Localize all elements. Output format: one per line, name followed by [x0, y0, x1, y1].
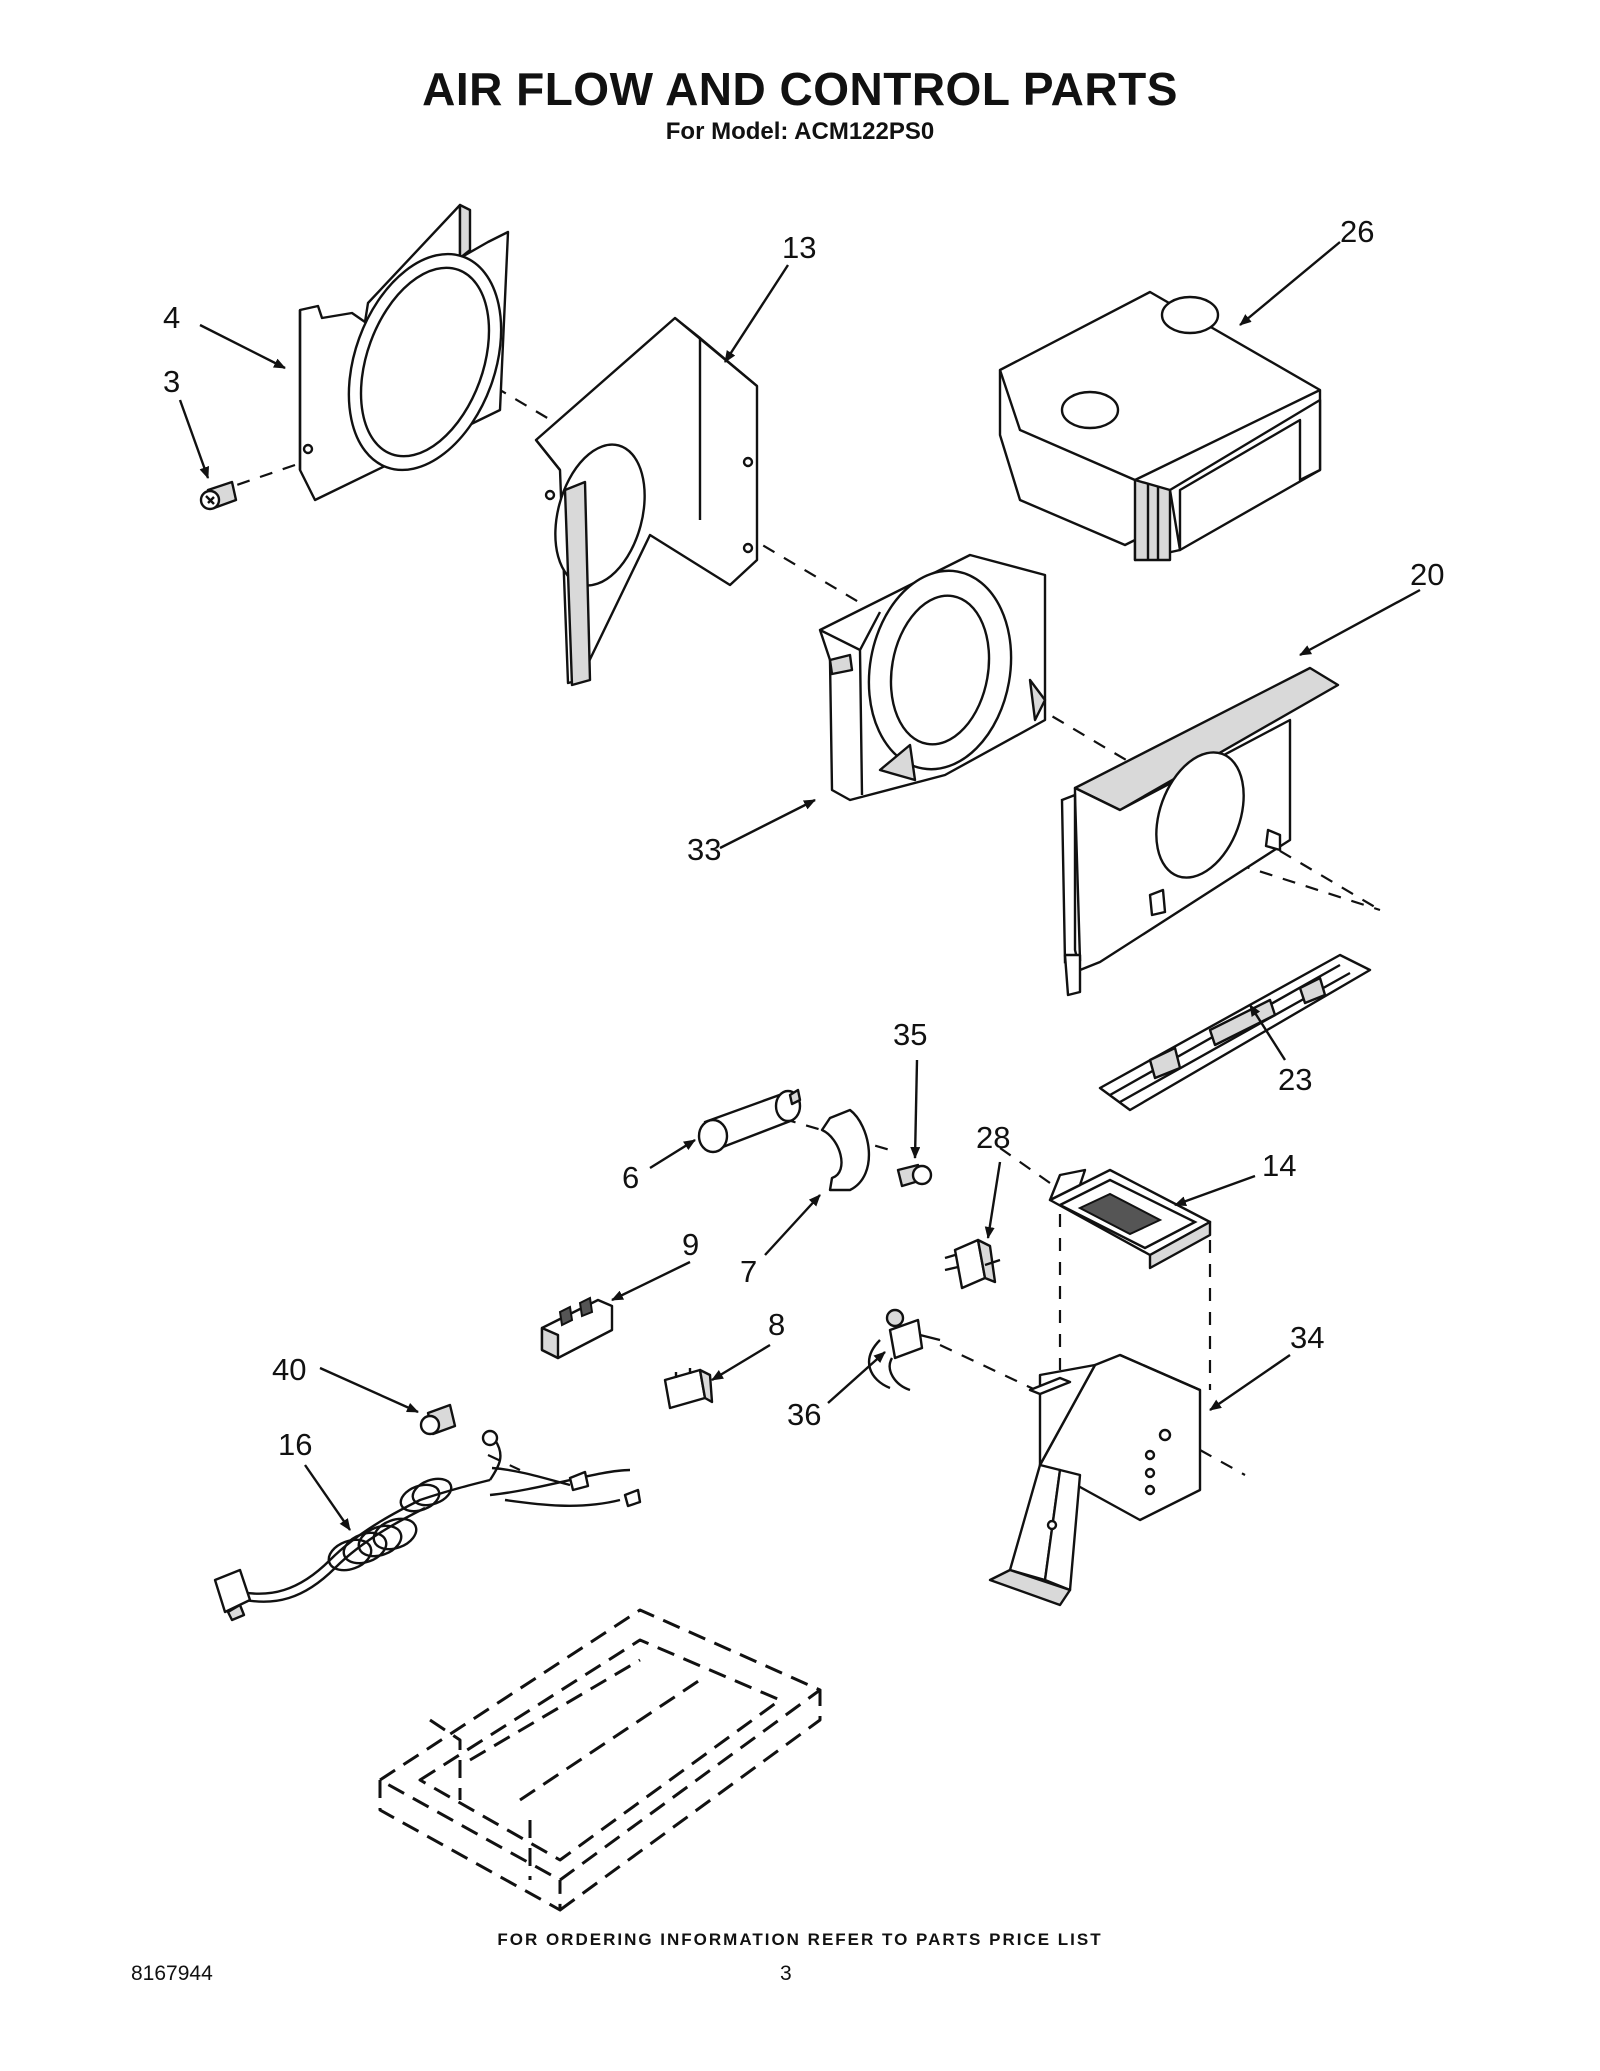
callout-40: 40: [272, 1352, 306, 1387]
part-20-bulkhead-panel: [1060, 666, 1340, 997]
part-16-power-cord: [213, 1429, 642, 1622]
callout-13: 13: [782, 230, 816, 265]
callout-26: 26: [1340, 214, 1374, 249]
ordering-note: FOR ORDERING INFORMATION REFER TO PARTS …: [497, 1930, 1103, 1949]
part-8-relay: [663, 1368, 714, 1410]
page-title: AIR FLOW AND CONTROL PARTS: [422, 63, 1178, 115]
callout-20: 20: [1410, 557, 1444, 592]
part-33-blower-housing: [818, 553, 1047, 802]
part-6-capacitor: [697, 1088, 802, 1154]
callout-8: 8: [768, 1307, 785, 1342]
part-13-duct: [534, 316, 759, 687]
callout-14: 14: [1262, 1148, 1296, 1183]
callout-9: 9: [682, 1227, 699, 1262]
part-26-top-cover: [998, 290, 1322, 562]
callout-23: 23: [1278, 1062, 1312, 1097]
callout-35: 35: [893, 1017, 927, 1052]
callout-36: 36: [787, 1397, 821, 1432]
callout-34: 34: [1290, 1320, 1324, 1355]
callout-6: 6: [622, 1160, 639, 1195]
part-34-control-box: [988, 1353, 1202, 1607]
callout-labels: 3 4 13 26 20 33 23 35 6 7 28 14 9 8 34 3…: [163, 214, 1444, 1462]
part-9-terminal-block: [540, 1296, 614, 1360]
callout-leaders: [178, 241, 1421, 1531]
callout-3: 3: [163, 364, 180, 399]
part-40-ground-screw: [419, 1403, 457, 1436]
callout-4: 4: [163, 300, 180, 335]
part-14-control-panel: [1048, 1168, 1212, 1270]
part-35-screw: [896, 1163, 933, 1188]
part-23-drain-channel: [1098, 953, 1372, 1112]
part-4-shroud-plate: [298, 203, 510, 502]
callout-16: 16: [278, 1427, 312, 1462]
callout-7: 7: [740, 1254, 757, 1289]
model-subtitle: For Model: ACM122PS0: [665, 118, 935, 145]
callout-28: 28: [976, 1120, 1010, 1155]
document-number: 8167944: [131, 1962, 213, 1985]
part-7-strap: [820, 1108, 871, 1192]
page-number: 3: [780, 1962, 792, 1985]
callout-33: 33: [687, 832, 721, 867]
part-3-screw: [199, 480, 238, 511]
part-36-thermostat: [868, 1308, 941, 1392]
part-28-switch: [944, 1238, 1001, 1290]
phantom-base-pan: [378, 1608, 822, 1912]
